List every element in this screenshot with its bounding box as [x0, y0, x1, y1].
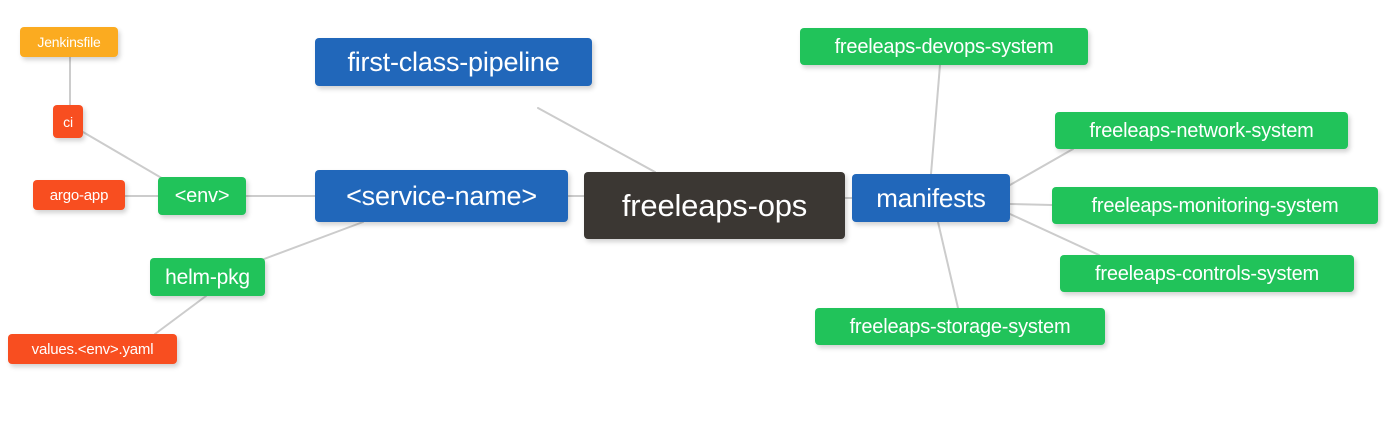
edge-manifests-to-network-system: [1009, 148, 1074, 186]
node-first-class[interactable]: first-class-pipeline: [315, 38, 592, 86]
node-storage-system[interactable]: freeleaps-storage-system: [815, 308, 1105, 345]
node-label: manifests: [876, 183, 986, 213]
node-label: freeleaps-monitoring-system: [1091, 194, 1339, 217]
node-label: freeleaps-ops: [621, 188, 808, 223]
node-values-yaml[interactable]: values.<env>.yaml: [8, 334, 177, 364]
node-network-system[interactable]: freeleaps-network-system: [1055, 112, 1348, 149]
node-manifests[interactable]: manifests: [852, 174, 1010, 222]
node-label: Jenkinsfile: [37, 34, 101, 50]
node-label: values.<env>.yaml: [31, 340, 154, 358]
node-label: freeleaps-devops-system: [834, 35, 1054, 58]
node-label: argo-app: [49, 186, 109, 204]
node-label: <env>: [174, 185, 230, 207]
node-devops-system[interactable]: freeleaps-devops-system: [800, 28, 1088, 65]
edge-helm-pkg-to-service-name: [263, 221, 364, 260]
node-ci[interactable]: ci: [53, 105, 83, 138]
edge-devops-system-to-manifests: [930, 64, 941, 175]
node-label: freeleaps-network-system: [1089, 119, 1314, 142]
node-jenkinsfile[interactable]: Jenkinsfile: [20, 27, 118, 57]
node-label: ci: [63, 113, 73, 130]
node-monitoring-system[interactable]: freeleaps-monitoring-system: [1052, 187, 1378, 224]
node-controls-system[interactable]: freeleaps-controls-system: [1060, 255, 1354, 292]
node-label: freeleaps-storage-system: [849, 315, 1071, 338]
node-service-name[interactable]: <service-name>: [315, 170, 568, 222]
edge-first-class-to-freeleaps-ops: [537, 107, 656, 173]
edge-values-yaml-to-helm-pkg: [154, 295, 207, 335]
node-freeleaps-ops[interactable]: freeleaps-ops: [584, 172, 845, 239]
node-label: freeleaps-controls-system: [1095, 262, 1319, 285]
edge-manifests-to-storage-system: [937, 221, 959, 309]
node-label: first-class-pipeline: [347, 46, 560, 77]
edge-ci-to-env: [82, 131, 166, 181]
node-label: <service-name>: [346, 180, 537, 211]
node-env[interactable]: <env>: [158, 177, 246, 215]
node-argo-app[interactable]: argo-app: [33, 180, 125, 210]
node-label: helm-pkg: [165, 265, 250, 289]
edge-manifests-to-monitoring-system: [1009, 203, 1053, 206]
node-helm-pkg[interactable]: helm-pkg: [150, 258, 265, 296]
